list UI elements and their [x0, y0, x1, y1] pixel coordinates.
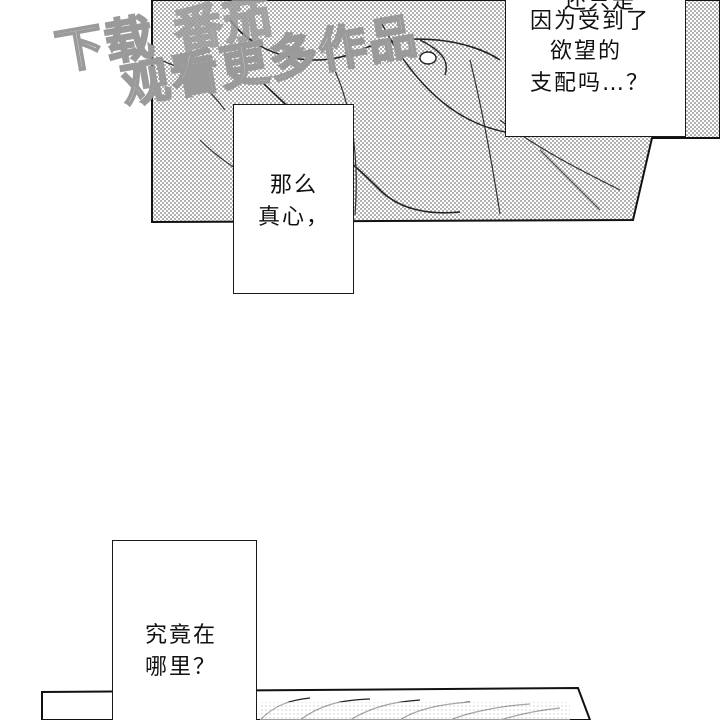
speech-bubble-middle: 那么 真心，	[233, 104, 354, 294]
bubble-bottom-line-1: 究竟在	[145, 623, 218, 648]
speech-bubble-bottom: 究竟在 哪里？	[112, 540, 257, 720]
bubble-middle-line-1: 那么	[270, 173, 319, 198]
bubble-middle-line-2: 真心，	[258, 205, 331, 230]
bubble-bottom-line-2: 哪里？	[145, 655, 218, 680]
bubble-top-right-line-1: 还只是	[564, 0, 637, 14]
speech-bubble-top-right: 还只是 因为受到了 欲望的 支配吗…？	[505, 0, 686, 137]
bubble-top-right-line-3: 欲望的	[550, 39, 623, 64]
bubble-top-right-line-2: 因为受到了	[530, 9, 651, 34]
bubble-top-right-line-4: 支配吗…？	[530, 71, 651, 96]
